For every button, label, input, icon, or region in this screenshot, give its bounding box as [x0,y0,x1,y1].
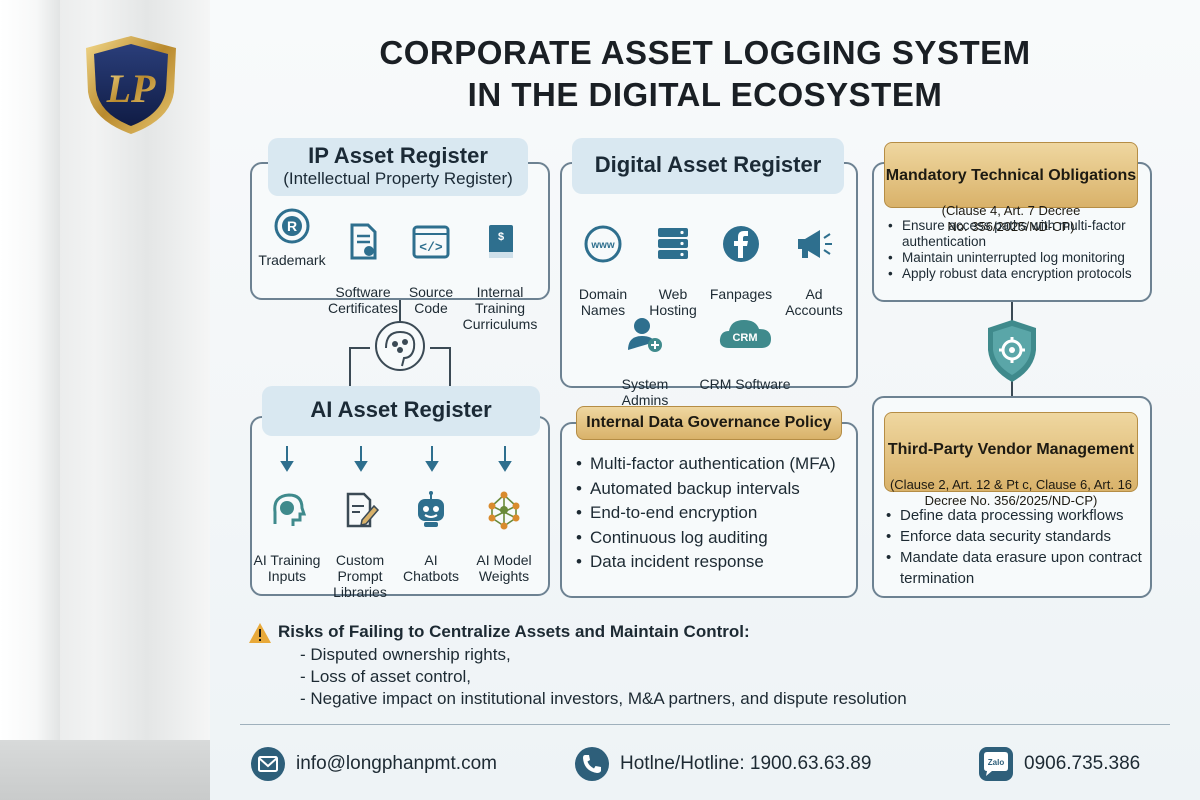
certificate-icon [350,223,377,260]
ai-arrows [280,446,512,472]
obligations-header: Mandatory Technical Obligations (Clause … [884,142,1138,234]
brain-head-icon [273,493,307,526]
digital-register-panel [560,162,858,388]
room-wall-background [0,0,210,800]
contact-email[interactable]: info@longphanpmt.com [250,744,497,784]
digital-item-domain-names: www Domain Names [558,208,648,318]
svg-text:R: R [287,218,297,234]
ip-item-trademark: R Trademark [247,206,337,268]
digital-register-header: Digital Asset Register [572,138,844,194]
warning-icon [249,623,271,643]
zalo-icon: Zalo [979,747,1013,781]
email-icon [251,747,285,781]
shield-gear-icon [988,302,1036,398]
contact-hotline[interactable]: Hotlne/Hotline: 1900.63.63.89 [574,744,871,784]
vendor-item: Enforce data security standards [886,526,1150,547]
ai-register-panel [250,416,550,596]
ip-item-software-certificates: Software Certificates [318,206,408,316]
lp-shield-logo: LP [86,36,176,134]
ai-register-header: AI Asset Register [262,386,540,436]
crm-text: CRM [732,332,757,344]
vendor-item: Define data processing workflows [886,505,1150,526]
governance-header: Internal Data Governance Policy [576,406,842,440]
book-icon: $ [489,225,513,258]
crm-cloud-icon: CRM [719,320,771,348]
risks-section: Risks of Failing to Centralize Assets an… [248,622,1148,710]
ip-item-source-code: </> Source Code [386,206,476,316]
obligations-list: Ensure access paths with multi-factor au… [888,218,1150,282]
hotline-text[interactable]: Hotlne/Hotline: 1900.63.63.89 [620,753,872,774]
edit-document-icon [346,492,380,528]
risk-item: - Loss of asset control, [300,667,472,686]
email-text[interactable]: info@longphanpmt.com [296,753,497,774]
robot-icon [418,491,444,527]
governance-item: Continuous log auditing [576,526,856,551]
svg-text:www: www [590,240,615,251]
risks-title: Risks of Failing to Centralize Assets an… [278,622,750,641]
vendor-header: Third-Party Vendor Management (Clause 2,… [884,412,1138,508]
digital-item-ad-accounts: Ad Accounts [769,208,859,318]
contact-zalo[interactable]: Zalo 0906.735.386 [978,744,1140,784]
risks-list: - Disputed ownership rights, - Loss of a… [300,644,1148,710]
user-add-icon [628,318,662,352]
svg-text:LP: LP [106,66,156,111]
obligations-item: Apply robust data encryption protocols [888,266,1150,282]
governance-item: Multi-factor authentication (MFA) [576,452,856,477]
registered-icon: R [274,208,310,244]
digital-item-crm-software: CRM CRM Software [686,298,804,392]
svg-text:$: $ [498,231,504,243]
infographic-poster: CORPORATE ASSET LOGGING SYSTEM IN THE DI… [210,0,1200,800]
brain-connector [349,300,451,392]
digital-item-system-admins: System Admins [600,298,690,408]
obligations-item: Ensure access paths with multi-factor au… [888,218,1150,250]
governance-item: Data incident response [576,550,856,575]
ai-item-prompt-libraries: Custom Prompt Libraries [315,474,405,600]
vendor-list: Define data processing workflows Enforce… [886,505,1150,589]
vendor-item: Mandate data erasure upon contract termi… [886,547,1150,589]
footer-divider [240,724,1170,725]
network-icon [488,491,520,530]
governance-item: End-to-end encryption [576,501,856,526]
obligations-item: Maintain uninterrupted log monitoring [888,250,1150,266]
floor [0,740,210,800]
ip-item-training-curriculums: $ Internal Training Curriculums [455,206,545,332]
ai-item-training-inputs: AI Training Inputs [242,474,332,584]
www-icon: www [584,225,622,263]
ai-item-model-weights: AI Model Weights [459,474,549,584]
phone-icon [575,747,609,781]
code-icon: </> [412,225,450,259]
digital-item-web-hosting: Web Hosting [628,208,718,318]
ai-item-chatbots: AI Chatbots [386,474,476,584]
server-icon [658,228,688,259]
digital-item-fanpages: Fanpages [696,208,786,302]
window-light [0,0,60,800]
risk-item: - Negative impact on institutional inves… [300,689,907,708]
risk-item: - Disputed ownership rights, [300,645,511,664]
governance-item: Automated backup intervals [576,477,856,502]
governance-list: Multi-factor authentication (MFA) Automa… [576,452,856,575]
zalo-label: Zalo [988,758,1005,767]
megaphone-icon [798,230,832,258]
svg-text:</>: </> [419,240,443,255]
facebook-icon [723,226,759,262]
zalo-text[interactable]: 0906.735.386 [1024,753,1141,774]
ip-register-header: IP Asset Register (Intellectual Property… [268,138,528,196]
page-title: CORPORATE ASSET LOGGING SYSTEM IN THE DI… [379,34,1031,113]
